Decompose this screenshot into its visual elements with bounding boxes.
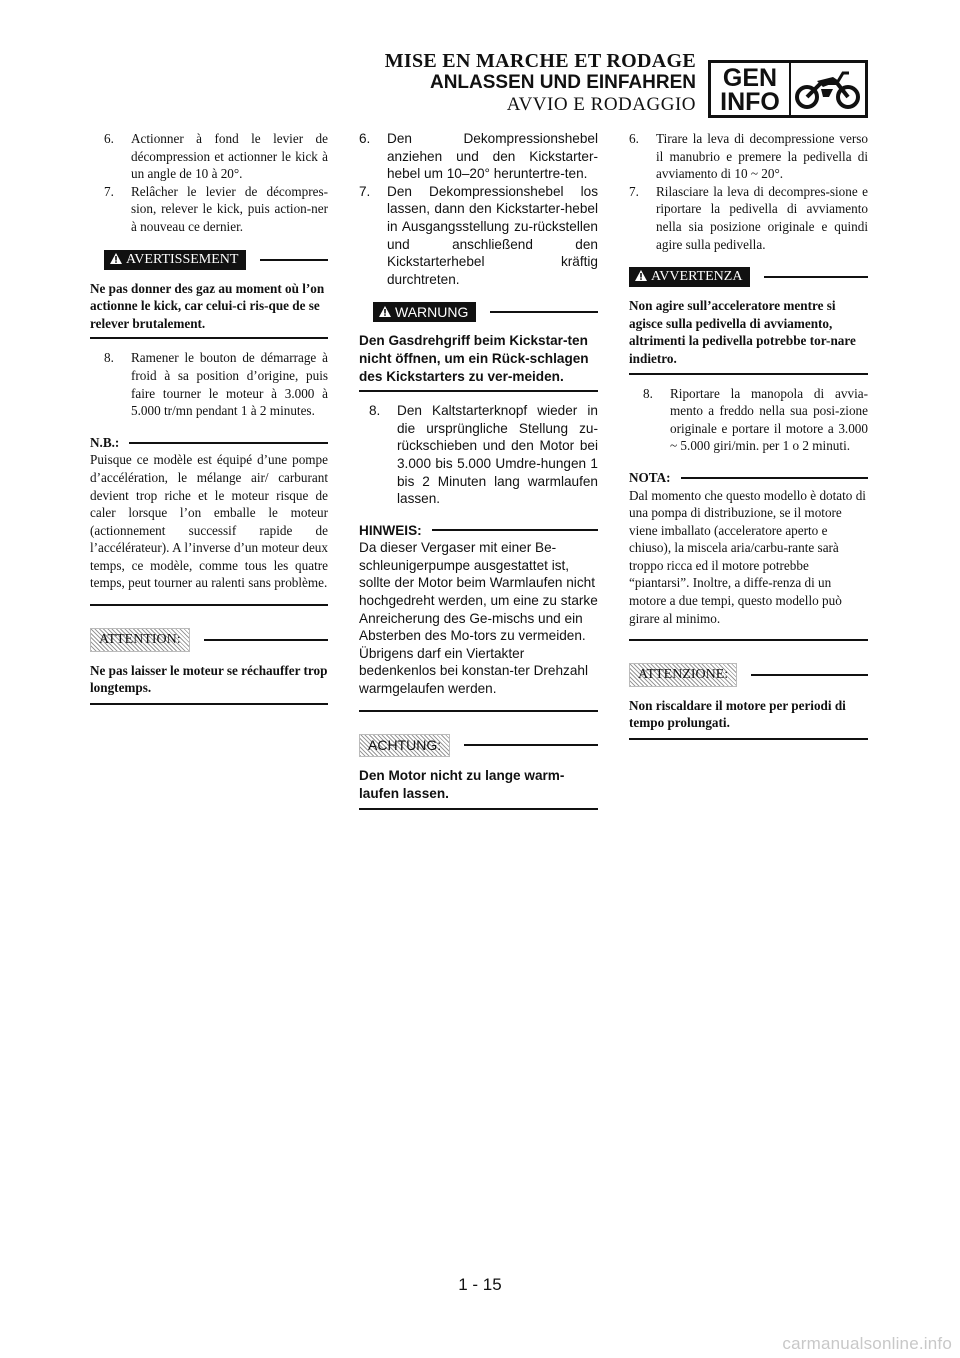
- attention-heading: ATTENTION:: [90, 628, 328, 652]
- divider: [764, 276, 868, 279]
- divider: [203, 638, 328, 641]
- step-text: Relâcher le levier de décompres-sion, re…: [131, 183, 328, 234]
- warning-triangle-icon: [110, 251, 122, 269]
- warning-label-box: WARNUNG: [373, 302, 477, 323]
- step-text: Ramener le bouton de démarrage à froid à…: [131, 350, 328, 419]
- list-item: 6. Den Dekompressionshebel anziehen und …: [359, 130, 598, 183]
- warning-heading: AVVERTENZA: [629, 267, 868, 288]
- warning-label: AVERTISSEMENT: [126, 251, 239, 267]
- divider: [90, 604, 328, 607]
- warning-heading: AVERTISSEMENT: [90, 249, 328, 270]
- divider: [359, 808, 598, 811]
- attention-label: ATTENZIONE:: [629, 663, 738, 687]
- divider: [629, 738, 868, 741]
- column-german: 6. Den Dekompressionshebel anziehen und …: [359, 130, 598, 811]
- list-item: 8. Den Kaltstarterknopf wieder in die ur…: [359, 402, 598, 508]
- divider: [359, 390, 598, 393]
- dirt-bike-icon: [791, 63, 865, 115]
- badge-line-1: GEN: [722, 64, 778, 92]
- divider: [629, 372, 868, 375]
- step-number: 6.: [104, 131, 114, 146]
- header-title-italian: AVVIO E RODAGGIO: [506, 94, 696, 115]
- list-item: 6. Tirare la leva di decompressione vers…: [629, 130, 868, 183]
- list-item: 8. Ramener le bouton de démarrage à froi…: [90, 349, 328, 419]
- step-number: 8.: [643, 385, 653, 401]
- note-heading: N.B.:: [90, 434, 328, 452]
- warning-triangle-icon: [635, 268, 647, 286]
- section-header: MISE EN MARCHE ET RODAGE ANLASSEN UND EI…: [385, 50, 696, 116]
- step-number: 8.: [104, 350, 114, 366]
- divider: [90, 702, 328, 705]
- warning-text: Non agire sull’acceleratore mentre si ag…: [629, 298, 856, 366]
- watermark: carmanualsonline.info: [782, 1334, 952, 1353]
- badge-label: GEN INFO: [711, 63, 791, 115]
- warning-label-box: AVERTISSEMENT: [104, 249, 247, 270]
- attention-text: Ne pas laisser le moteur se réchauffer t…: [90, 662, 328, 696]
- divider: [90, 337, 328, 340]
- step-text: Rilasciare la leva di decompres-sione e …: [656, 183, 868, 252]
- note-label: HINWEIS:: [359, 522, 422, 538]
- warning-heading: WARNUNG: [359, 302, 598, 323]
- header-title-german: ANLASSEN UND EINFAHREN: [429, 72, 696, 93]
- warning-label-box: AVVERTENZA: [629, 267, 751, 288]
- divider: [129, 441, 328, 444]
- divider: [260, 258, 328, 261]
- divider: [751, 674, 868, 677]
- divider: [490, 311, 598, 314]
- note-heading: HINWEIS:: [359, 522, 598, 540]
- column-italian: 6. Tirare la leva di decompressione vers…: [629, 130, 868, 741]
- note-label: NOTA:: [629, 469, 671, 485]
- step-text: Den Dekompressionshebel los lassen, dann…: [387, 183, 598, 287]
- step-text: Riportare la manopola di avvia-mento a f…: [670, 385, 868, 454]
- step-text: Den Dekompressionshebel anziehen und den…: [387, 131, 598, 182]
- list-item: 6. Actionner à fond le levier de décompr…: [90, 130, 328, 183]
- attention-label: ATTENTION:: [90, 628, 190, 652]
- step-number: 6.: [629, 131, 639, 146]
- divider: [629, 639, 868, 642]
- list-item: 8. Riportare la manopola di avvia-mento …: [629, 385, 868, 455]
- step-text: Tirare la leva di decompressione verso i…: [656, 131, 868, 182]
- header-title-french: MISE EN MARCHE ET RODAGE: [384, 50, 696, 72]
- attention-label: ACHTUNG:: [359, 733, 451, 758]
- step-number: 7.: [104, 183, 114, 199]
- step-number: 6.: [359, 131, 371, 146]
- warning-text: Ne pas donner des gaz au moment où l’on …: [90, 280, 325, 331]
- step-number: 7.: [359, 183, 371, 199]
- divider: [464, 744, 598, 747]
- step-text: Actionner à fond le levier de décompress…: [131, 131, 328, 182]
- warning-label: WARNUNG: [395, 303, 469, 320]
- page-number: 1 - 15: [458, 1275, 502, 1294]
- list-item: 7. Den Dekompressionshebel los lassen, d…: [359, 183, 598, 289]
- note-text: Puisque ce modèle est équipé d’une pompe…: [90, 452, 328, 591]
- attention-text: Den Motor nicht zu lange warm-laufen las…: [359, 768, 565, 801]
- note-text: Dal momento che questo modello è dotato …: [629, 487, 866, 626]
- badge-line-2: INFO: [720, 88, 780, 116]
- list-item: 7. Rilasciare la leva di decompres-sione…: [629, 183, 868, 253]
- warning-triangle-icon: [379, 304, 391, 322]
- column-french: 6. Actionner à fond le levier de décompr…: [90, 130, 328, 705]
- note-text: Da dieser Vergaser mit einer Be-schleuni…: [359, 540, 598, 697]
- warning-label: AVVERTENZA: [651, 269, 743, 285]
- list-item: 7. Relâcher le levier de décompres-sion,…: [90, 183, 328, 236]
- step-number: 7.: [629, 183, 639, 199]
- step-text: Den Kaltstarterknopf wieder in die urspr…: [397, 403, 598, 507]
- divider: [359, 709, 598, 712]
- step-number: 8.: [369, 403, 381, 419]
- note-label: N.B.:: [90, 434, 120, 450]
- note-heading: NOTA:: [629, 469, 868, 487]
- divider: [431, 529, 598, 532]
- attention-heading: ATTENZIONE:: [629, 663, 868, 687]
- warning-text: Den Gasdrehgriff beim Kickstar-ten nicht…: [359, 333, 589, 384]
- gen-info-badge: GEN INFO: [708, 60, 868, 118]
- divider: [680, 476, 868, 479]
- attention-text: Non riscaldare il motore per periodi di …: [629, 697, 846, 731]
- attention-heading: ACHTUNG:: [359, 733, 598, 758]
